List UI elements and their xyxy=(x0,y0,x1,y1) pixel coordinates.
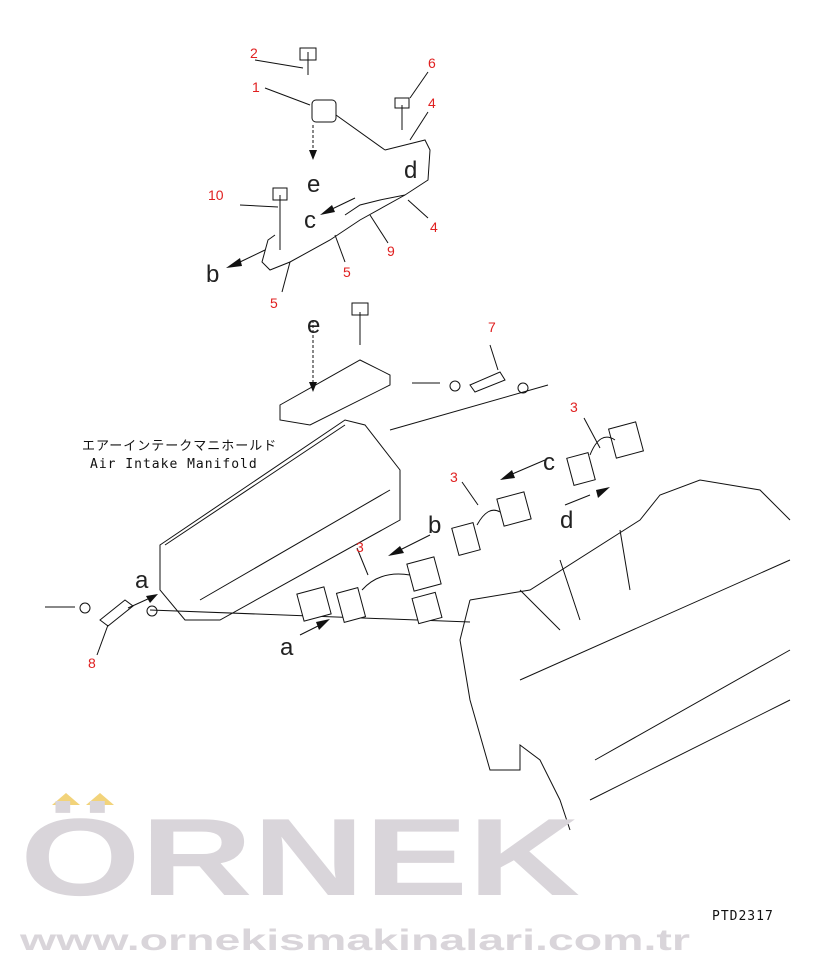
letter-d-2: d xyxy=(560,507,573,534)
letter-c: c xyxy=(304,207,316,234)
title-english: Air Intake Manifold xyxy=(90,457,258,472)
callout-5: 5 xyxy=(343,264,351,280)
letter-b: b xyxy=(206,261,219,288)
letter-e-2: e xyxy=(307,312,320,339)
callout-7: 7 xyxy=(488,319,496,335)
watermark-url: www.ornekismakinalari.com.tr xyxy=(18,924,690,957)
callout-2: 2 xyxy=(250,45,258,61)
callout-1: 1 xyxy=(252,79,260,95)
watermark-dot xyxy=(86,793,114,805)
callout-10: 10 xyxy=(208,187,224,203)
callout-4b: 4 xyxy=(430,219,438,235)
letter-a: a xyxy=(135,567,149,594)
drawing-code: PTD2317 xyxy=(712,909,774,924)
letter-e: e xyxy=(307,171,320,198)
callout-3: 3 xyxy=(570,399,578,415)
relay-part-1 xyxy=(311,99,337,123)
letter-c-2: c xyxy=(543,449,555,476)
letter-b-2: b xyxy=(428,512,441,539)
letter-a-2: a xyxy=(280,634,294,661)
callout-3c: 3 xyxy=(356,539,364,555)
letter-d: d xyxy=(404,157,417,184)
watermark-dot xyxy=(52,793,80,805)
title-japanese: エアーインテークマニホールド xyxy=(82,439,277,454)
harness-assembly xyxy=(226,47,431,293)
air-intake-manifold xyxy=(45,302,549,656)
watermark: ÖRNEK www.ornekismakinalari.com.tr xyxy=(18,793,690,957)
callout-8: 8 xyxy=(88,655,96,671)
callout-4: 4 xyxy=(428,95,436,111)
sensor-parts xyxy=(296,417,645,636)
callout-5b: 5 xyxy=(270,295,278,311)
callout-3b: 3 xyxy=(450,469,458,485)
watermark-brand: ÖRNEK xyxy=(20,796,580,919)
callout-6: 6 xyxy=(428,55,436,71)
callout-9: 9 xyxy=(387,243,395,259)
engine-block xyxy=(459,479,791,831)
